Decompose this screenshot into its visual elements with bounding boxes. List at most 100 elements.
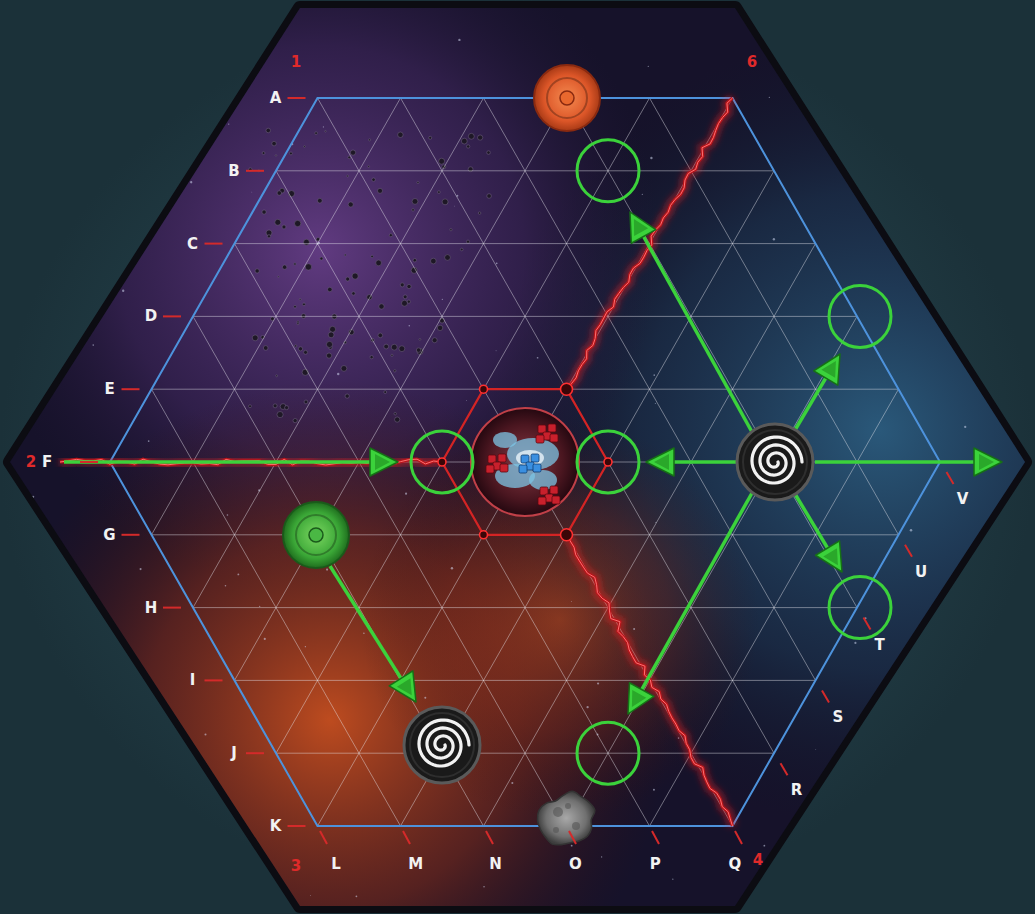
asteroid-dot — [293, 418, 297, 422]
star — [200, 53, 203, 56]
star — [225, 585, 227, 587]
asteroid-dot — [439, 158, 445, 164]
asteroid-dot — [266, 128, 271, 133]
star — [323, 126, 324, 127]
asteroid-dot — [450, 229, 452, 231]
asteroid-dot — [400, 283, 404, 287]
asteroid-dot — [278, 276, 280, 278]
target-ring — [577, 722, 639, 784]
arrowhead — [816, 541, 842, 572]
star — [1000, 590, 1002, 592]
spiral — [419, 720, 469, 766]
star — [854, 642, 856, 644]
star — [405, 493, 407, 495]
asteroid-dot — [262, 152, 265, 155]
central-planet — [471, 408, 579, 516]
star — [424, 697, 426, 699]
move-arrow — [815, 448, 1002, 476]
core-node — [480, 531, 488, 539]
grid-line — [691, 0, 1035, 914]
asteroid-dot — [416, 348, 420, 352]
star — [511, 782, 513, 784]
star — [264, 638, 266, 640]
asteroid-dot — [285, 406, 289, 410]
grid-line — [0, 0, 442, 914]
asteroid-dot — [297, 321, 299, 323]
asteroid-dot — [341, 366, 347, 372]
asteroid-dot — [432, 338, 437, 343]
player-disc — [283, 502, 349, 568]
grid-line — [0, 0, 27, 914]
arrowhead — [646, 448, 674, 476]
star — [204, 733, 206, 735]
asteroid-dot — [391, 354, 393, 356]
asteroid-dot — [487, 194, 492, 199]
asteroid-dot — [377, 188, 382, 193]
asteroid-dot — [468, 133, 474, 139]
asteroid-dot — [303, 303, 306, 306]
grid-line — [857, 0, 1035, 914]
star — [496, 262, 498, 264]
asteroid-dot — [277, 412, 283, 418]
resource-cube — [538, 497, 546, 505]
asteroid-dot — [294, 263, 296, 265]
asteroid-dot — [325, 130, 327, 132]
coordinate-tick — [205, 243, 223, 245]
coordinate-tick — [205, 679, 223, 681]
asteroid-dot — [267, 235, 270, 238]
star — [653, 789, 655, 791]
asteroid-body — [537, 791, 594, 845]
crater — [565, 803, 571, 809]
star — [763, 845, 765, 847]
star — [48, 666, 50, 668]
arrowhead — [628, 683, 654, 714]
resource-cube — [550, 486, 558, 494]
asteroid-dot — [326, 341, 332, 347]
arrowhead-shade — [375, 454, 390, 470]
asteroid-dot — [330, 326, 336, 332]
coordinate-letter: B — [226, 162, 241, 179]
asteroid-dot — [407, 284, 411, 288]
asteroid-dot — [461, 138, 467, 144]
grid-line — [359, 0, 1035, 914]
grid-line — [691, 0, 1035, 914]
asteroid-dot — [317, 198, 322, 203]
asteroid-dot — [294, 305, 297, 308]
arrowhead — [630, 212, 656, 243]
core-node — [604, 458, 612, 466]
grid-line — [525, 0, 1035, 914]
asteroid-dot — [395, 417, 400, 422]
asteroid-dot — [370, 355, 373, 358]
coordinate-tick — [163, 607, 181, 609]
asteroid-dot — [352, 273, 358, 279]
coordinate-tick — [781, 763, 788, 775]
asteroid-dot — [394, 370, 396, 372]
grid-line — [442, 0, 1035, 914]
arrow-shaft — [815, 460, 990, 464]
core-node — [480, 385, 488, 393]
coordinate-tick — [80, 461, 98, 463]
asteroid-dot — [445, 255, 451, 261]
star — [648, 66, 649, 67]
ice-patch — [493, 432, 517, 448]
star — [815, 29, 818, 32]
coordinate-tick — [735, 831, 742, 844]
star — [228, 123, 229, 124]
arrow-shaft — [330, 566, 410, 692]
star — [886, 740, 888, 742]
coordinate-letter: K — [268, 818, 284, 835]
coordinate-tick — [246, 170, 264, 172]
move-arrow — [646, 448, 737, 476]
arrow-shaft — [636, 222, 752, 432]
coordinate-tick — [288, 825, 306, 827]
asteroid-dot — [298, 347, 302, 351]
coordinate-letter: V — [955, 491, 971, 508]
asteroid-dot — [294, 345, 296, 347]
asteroid-dot — [347, 175, 349, 177]
disc-body — [534, 65, 600, 131]
grid-line — [0, 0, 525, 914]
corner-number: 2 — [24, 454, 38, 471]
asteroid-dot — [328, 287, 333, 292]
